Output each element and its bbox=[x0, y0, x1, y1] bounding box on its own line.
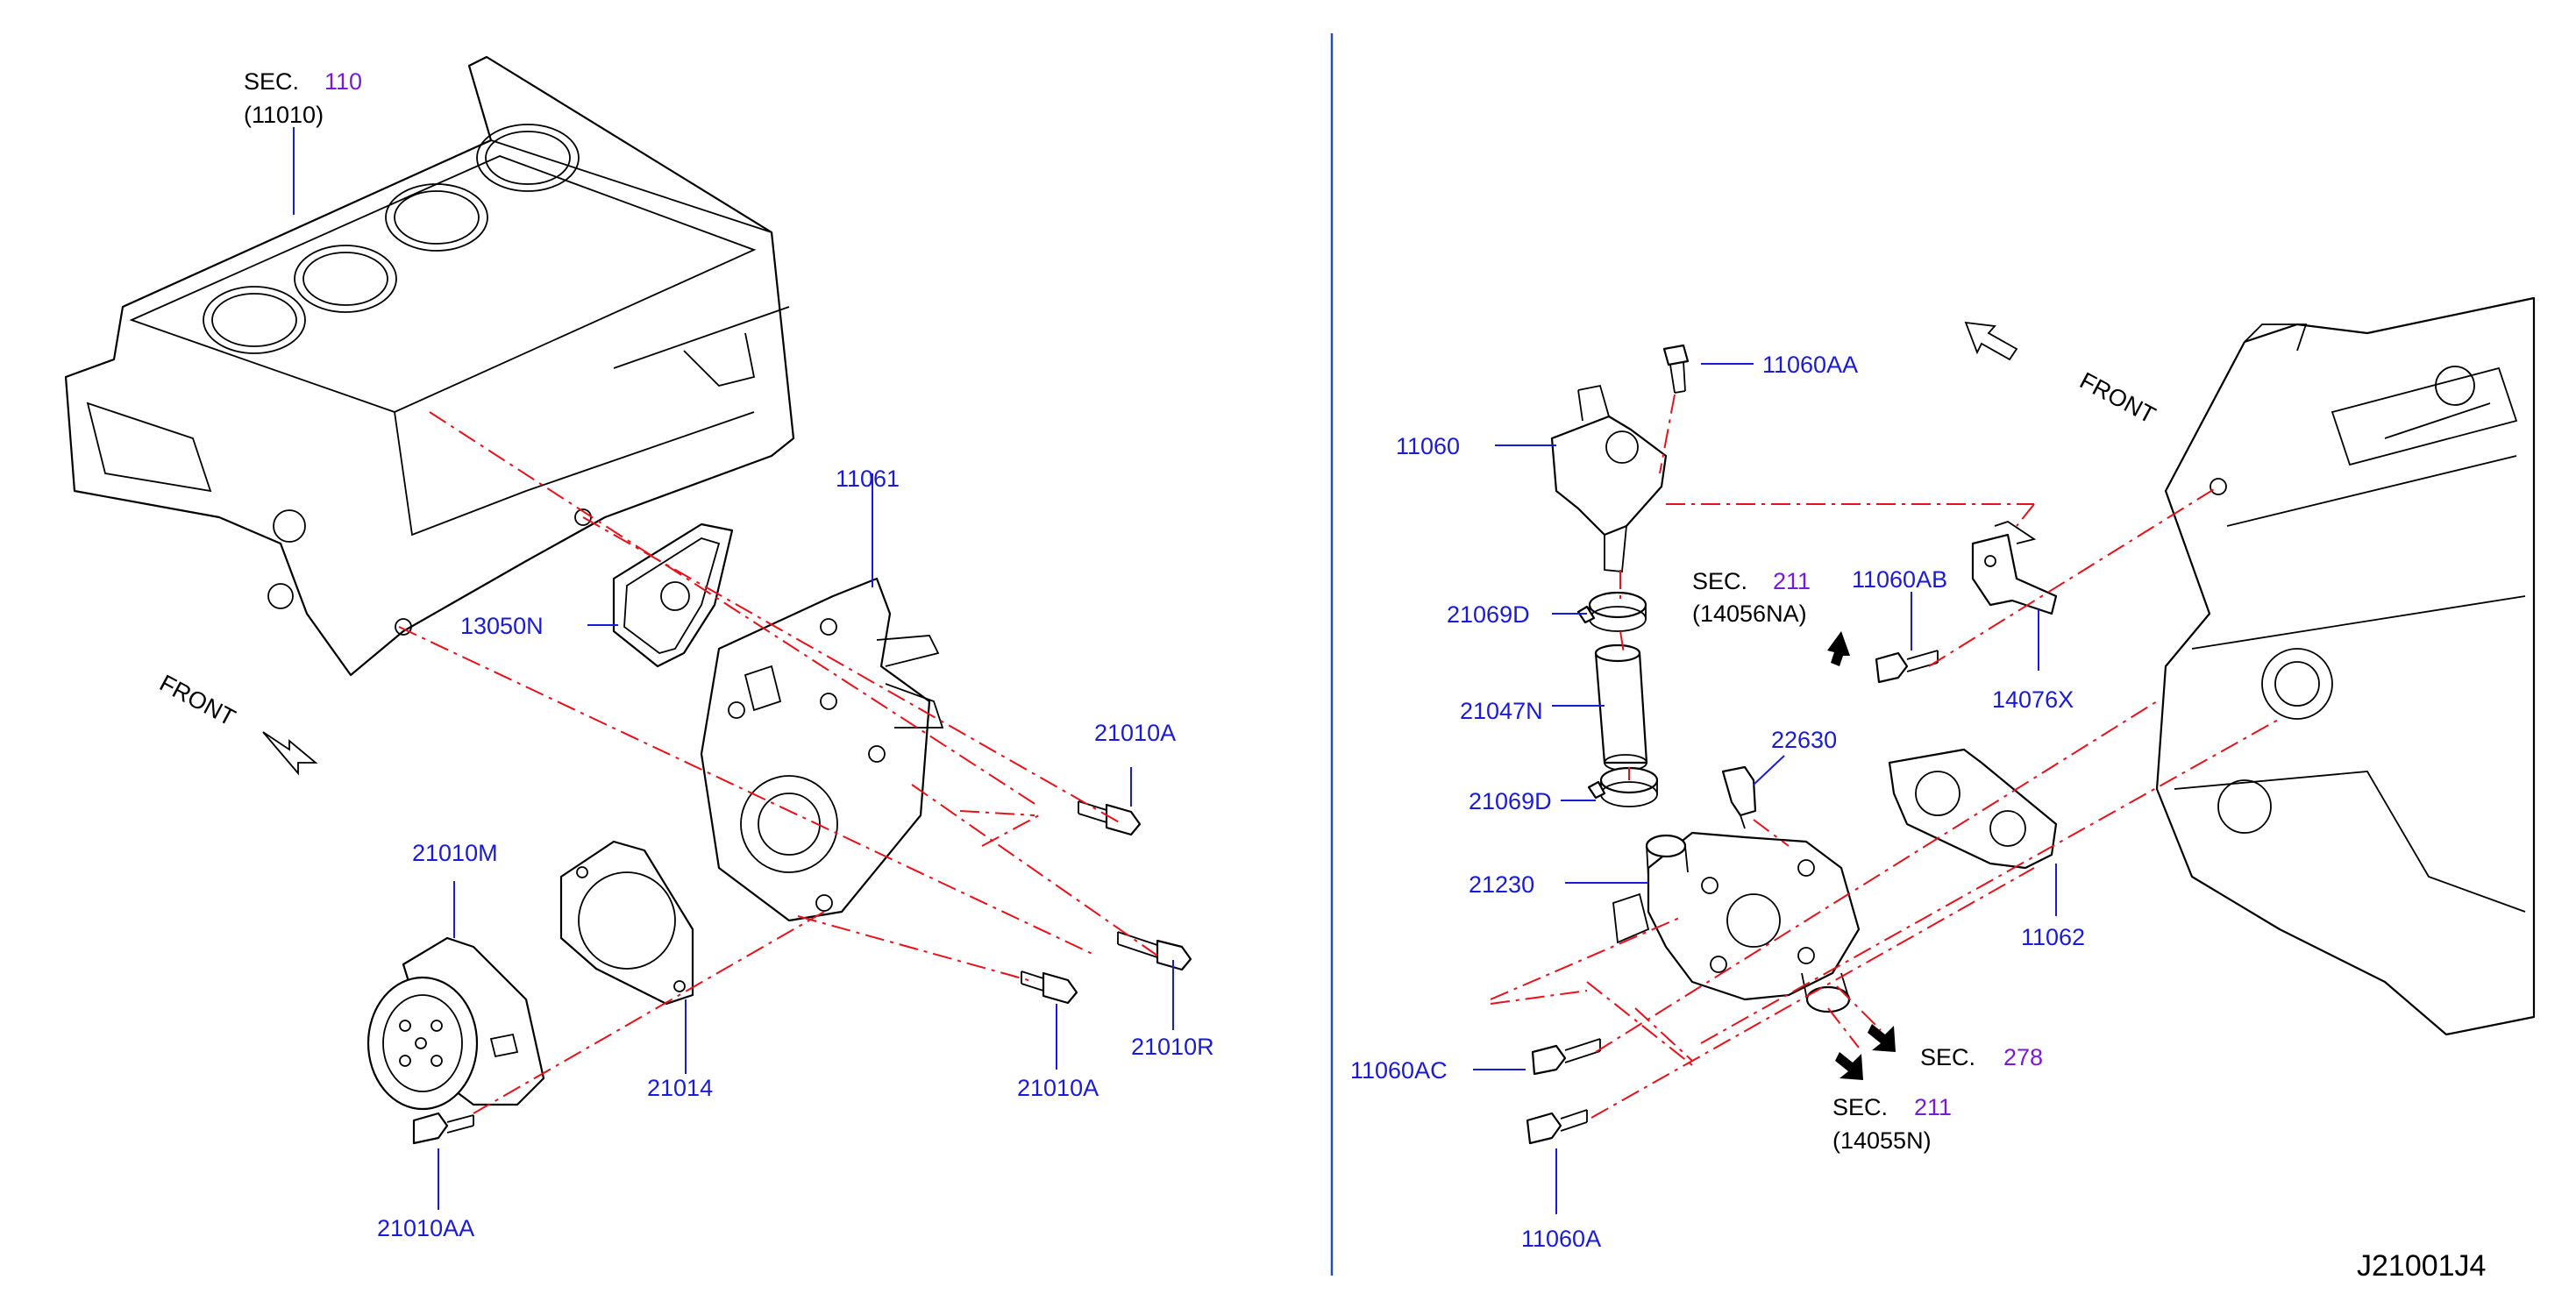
thermostat-housing-21230-illustration bbox=[1612, 831, 1861, 1013]
part-number-21010aa: 21010AA bbox=[377, 1215, 474, 1241]
sec-110-number: 110 bbox=[324, 68, 362, 95]
part-number-11060ab: 11060AB bbox=[1852, 566, 1947, 593]
label-sec-278: SEC. 278 bbox=[1920, 1044, 2043, 1070]
cylinder-block-illustration bbox=[64, 55, 795, 677]
part-number-21230: 21230 bbox=[1469, 871, 1534, 898]
svg-text:(14055N): (14055N) bbox=[1832, 1127, 1932, 1154]
flow-arrow-up-icon bbox=[1827, 631, 1850, 666]
bracket-14076x-illustration bbox=[1971, 521, 2058, 615]
svg-text:SEC.: SEC. bbox=[1832, 1094, 1888, 1120]
part-number-21069d-lower: 21069D bbox=[1469, 788, 1552, 814]
temperature-sensor-22630-illustration bbox=[1721, 765, 1757, 829]
svg-text:(11010): (11010) bbox=[244, 102, 324, 128]
part-number-22630: 22630 bbox=[1771, 727, 1837, 753]
part-number-21010m: 21010M bbox=[412, 840, 498, 866]
sec-278-number: 278 bbox=[2003, 1044, 2043, 1070]
bolt-21010aa-illustration bbox=[412, 1112, 474, 1145]
assembly-lines-left bbox=[398, 411, 1158, 1114]
svg-text:110: 110 bbox=[324, 68, 362, 95]
part-number-11062: 11062 bbox=[2021, 924, 2085, 950]
assembly-lines-right bbox=[1490, 394, 2281, 1119]
diagram-code: J21001J4 bbox=[2357, 1249, 2486, 1283]
front-label-left: FRONT bbox=[155, 670, 239, 731]
hose-21047n-illustration bbox=[1594, 643, 1648, 771]
part-number-21010a-lower: 21010A bbox=[1017, 1075, 1099, 1101]
svg-text:211: 211 bbox=[1914, 1094, 1952, 1120]
label-sec-211-lower: SEC. 211 (14055N) bbox=[1832, 1094, 1952, 1154]
part-number-11061: 11061 bbox=[836, 466, 900, 492]
clamp-21069d-lower-illustration bbox=[1587, 766, 1659, 807]
svg-text:211: 211 bbox=[1773, 568, 1811, 594]
flow-arrow-sec278-icon bbox=[1868, 1024, 1896, 1052]
bolt-21010a-lower-illustration bbox=[1021, 970, 1078, 1005]
sec-211-lower-prefix: SEC. bbox=[1832, 1094, 1888, 1120]
svg-text:SEC.: SEC. bbox=[1692, 568, 1747, 594]
water-pump-21010m-illustration bbox=[366, 936, 545, 1111]
sec-211-upper-reference: (14056NA) bbox=[1692, 601, 1807, 627]
leader-lines bbox=[293, 127, 2057, 1214]
sec-110-reference: (11010) bbox=[244, 102, 324, 128]
svg-text:SEC.: SEC. bbox=[244, 68, 299, 95]
svg-text:(14056NA): (14056NA) bbox=[1692, 601, 1807, 627]
flow-arrow-sec211-icon bbox=[1835, 1052, 1863, 1080]
sec-211-lower-reference: (14055N) bbox=[1832, 1127, 1932, 1154]
bolt-11060ab-illustration bbox=[1875, 650, 1939, 684]
part-number-21010r: 21010R bbox=[1131, 1034, 1214, 1060]
part-number-21014: 21014 bbox=[647, 1075, 713, 1101]
front-arrow-left-icon bbox=[262, 731, 318, 776]
front-label-right: FRONT bbox=[2075, 367, 2160, 429]
part-number-21010a-upper: 21010A bbox=[1094, 720, 1176, 746]
sec-110-prefix: SEC. bbox=[244, 68, 299, 95]
part-number-21047n: 21047N bbox=[1460, 698, 1543, 724]
bolt-21010r-illustration bbox=[1117, 931, 1192, 971]
svg-text:SEC.: SEC. bbox=[1920, 1044, 1975, 1070]
bolt-11060ac-illustration bbox=[1531, 1038, 1601, 1076]
water-inlet-housing-11061-illustration bbox=[700, 577, 944, 922]
bolt-11060a-illustration bbox=[1526, 1109, 1588, 1145]
svg-text:278: 278 bbox=[2003, 1044, 2043, 1070]
part-number-11060ac: 11060AC bbox=[1350, 1057, 1448, 1084]
sec-278-prefix: SEC. bbox=[1920, 1044, 1975, 1070]
front-arrow-right-icon bbox=[1964, 321, 2018, 361]
part-number-11060a: 11060A bbox=[1521, 1226, 1601, 1252]
clamp-21069d-upper-illustration bbox=[1576, 591, 1647, 632]
gasket-21014-illustration bbox=[559, 840, 694, 1006]
part-number-11060: 11060 bbox=[1396, 433, 1460, 459]
sec-211-upper-prefix: SEC. bbox=[1692, 568, 1747, 594]
gasket-13050n-illustration bbox=[612, 523, 734, 668]
bolt-11060aa-illustration bbox=[1662, 344, 1690, 394]
water-outlet-11060-illustration bbox=[1550, 384, 1668, 572]
part-number-21069d-upper: 21069D bbox=[1447, 601, 1530, 628]
sec-211-lower-number: 211 bbox=[1914, 1094, 1952, 1120]
part-number-11060aa: 11060AA bbox=[1762, 352, 1858, 378]
engine-assembly-illustration bbox=[2155, 296, 2536, 1036]
label-sec-211-upper: SEC. 211 (14056NA) bbox=[1692, 568, 1811, 627]
gasket-11062-illustration bbox=[1888, 748, 2058, 870]
bolt-21010a-upper-illustration bbox=[1078, 800, 1142, 836]
label-sec-110: SEC. 110 (11010) bbox=[244, 68, 362, 128]
sec-211-upper-number: 211 bbox=[1773, 568, 1811, 594]
part-number-14076x: 14076X bbox=[1992, 686, 2074, 713]
part-number-13050n: 13050N bbox=[460, 613, 544, 639]
